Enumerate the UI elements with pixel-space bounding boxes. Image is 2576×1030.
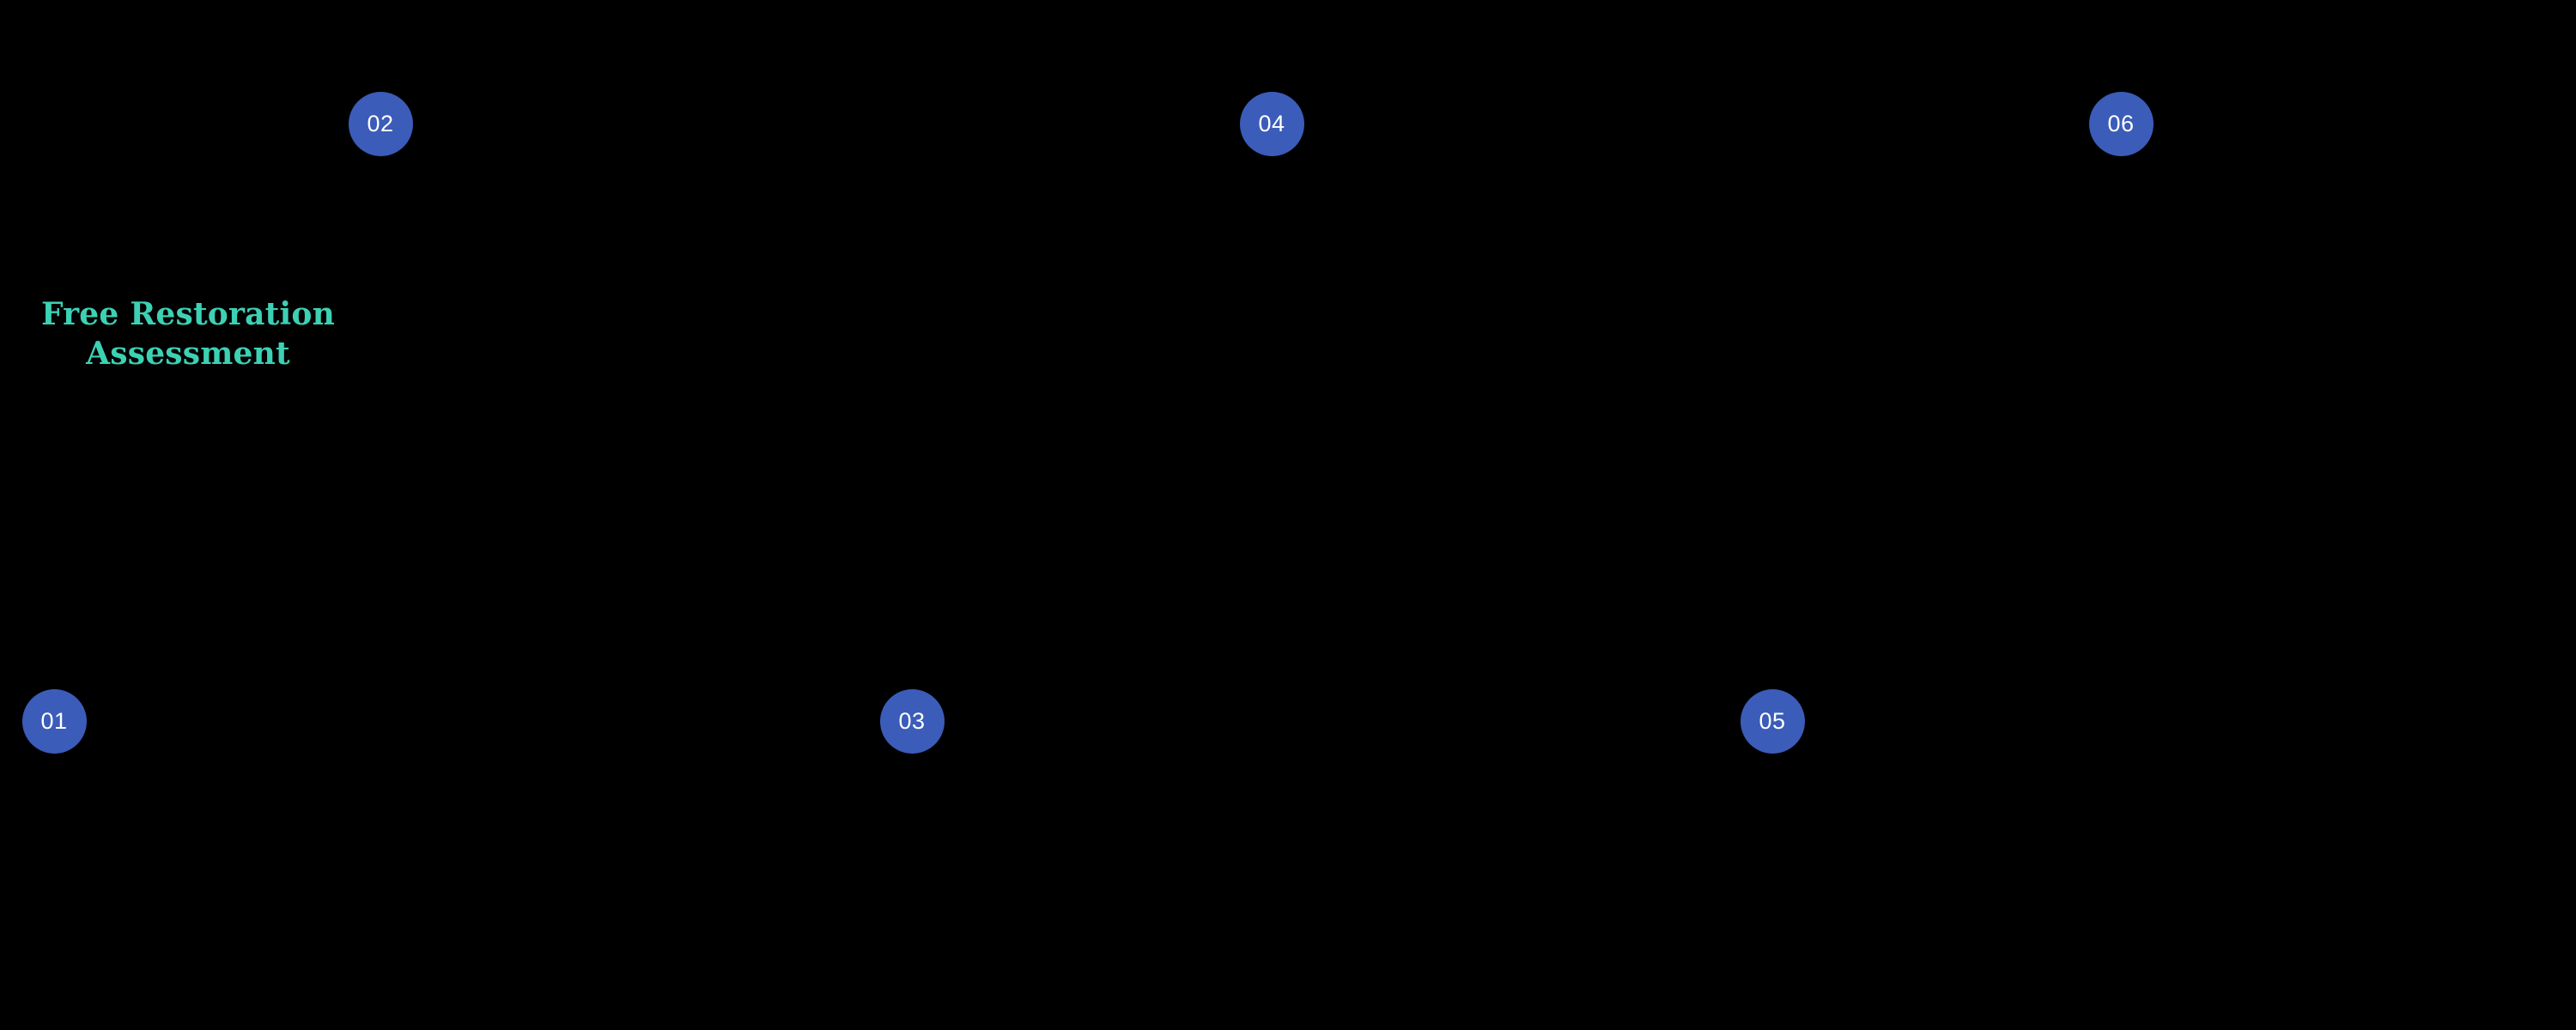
step-node-02[interactable]: 02 [348,91,413,156]
step-node-06[interactable]: 06 [2088,91,2154,156]
step-node-03-label: 03 [898,707,926,734]
step-node-02-label: 02 [367,110,394,136]
step-node-01[interactable]: 01 [21,688,87,754]
step-node-05-label: 05 [1759,707,1786,734]
page-title: Free Restoration Assessment [31,294,345,373]
step-node-03[interactable]: 03 [879,688,945,754]
step-node-04[interactable]: 04 [1239,91,1304,156]
page-title-line-1: Free Restoration [41,295,335,332]
page-title-line-2: Assessment [86,335,290,372]
step-node-05[interactable]: 05 [1740,688,1805,754]
step-node-06-label: 06 [2107,110,2135,136]
step-node-01-label: 01 [40,707,68,734]
step-node-04-label: 04 [1258,110,1285,136]
